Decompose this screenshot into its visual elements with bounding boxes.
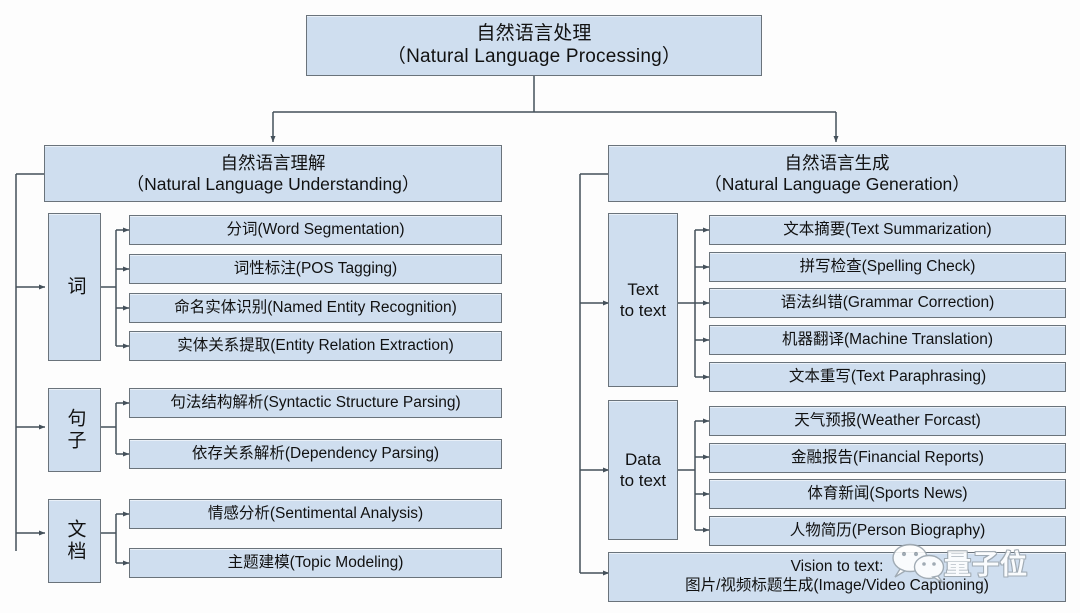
branch-nlg-label-cn: 自然语言生成: [784, 152, 890, 173]
leaf-sports-news[interactable]: 体育新闻(Sports News): [709, 479, 1066, 509]
leaf-label: 句法结构解析(Syntactic Structure Parsing): [170, 393, 461, 411]
leaf-label: 命名实体识别(Named Entity Recognition): [174, 298, 457, 316]
group-text-to-text-label-line2: to text: [619, 301, 667, 320]
group-data-to-text-label-line2: to text: [619, 471, 667, 490]
leaf-label: 文本重写(Text Paraphrasing): [788, 367, 987, 385]
root-label-en: （Natural Language Processing）: [386, 45, 682, 67]
leaf-entity-relation-extraction[interactable]: 实体关系提取(Entity Relation Extraction): [129, 331, 502, 361]
branch-head-nlg[interactable]: 自然语言生成 （Natural Language Generation）: [608, 145, 1066, 202]
leaf-text-summarization[interactable]: 文本摘要(Text Summarization): [709, 215, 1066, 245]
group-node-document[interactable]: 文档: [48, 499, 101, 583]
leaf-label: 依存关系解析(Dependency Parsing): [191, 444, 440, 462]
group-text-to-text-label-line1: Text: [627, 279, 659, 299]
leaf-word-segmentation[interactable]: 分词(Word Segmentation): [129, 215, 502, 245]
leaf-label: 人物简历(Person Biography): [789, 521, 986, 539]
branch-nlg-label-en: （Natural Language Generation）: [704, 173, 970, 194]
leaf-text-paraphrasing[interactable]: 文本重写(Text Paraphrasing): [709, 362, 1066, 392]
leaf-label: 天气预报(Weather Forcast): [794, 411, 981, 429]
leaf-pos-tagging[interactable]: 词性标注(POS Tagging): [129, 254, 502, 284]
leaf-label: 机器翻译(Machine Translation): [781, 330, 994, 348]
leaf-label: 金融报告(Financial Reports): [791, 448, 984, 466]
group-node-text-to-text[interactable]: Text to text: [608, 213, 678, 387]
group-node-sentence[interactable]: 句子: [48, 388, 101, 472]
leaf-machine-translation[interactable]: 机器翻译(Machine Translation): [709, 325, 1066, 355]
branch-head-nlu[interactable]: 自然语言理解 （Natural Language Understanding）: [44, 145, 502, 202]
leaf-grammar-correction[interactable]: 语法纠错(Grammar Correction): [709, 288, 1066, 318]
leaf-spelling-check[interactable]: 拼写检查(Spelling Check): [709, 252, 1066, 282]
leaf-label: 语法纠错(Grammar Correction): [780, 293, 995, 311]
leaf-financial-reports[interactable]: 金融报告(Financial Reports): [709, 443, 1066, 473]
leaf-label: 主题建模(Topic Modeling): [227, 553, 404, 571]
root-label-cn: 自然语言处理: [476, 23, 592, 45]
leaf-syntactic-structure-parsing[interactable]: 句法结构解析(Syntactic Structure Parsing): [129, 388, 502, 418]
group-sentence-label: 句子: [64, 408, 86, 452]
leaf-weather-forecast[interactable]: 天气预报(Weather Forcast): [709, 406, 1066, 436]
leaf-label: 情感分析(Sentimental Analysis): [207, 504, 424, 522]
root-node-nlp[interactable]: 自然语言处理 （Natural Language Processing）: [306, 15, 762, 76]
group-word-label: 词: [64, 276, 86, 298]
leaf-vision-to-text[interactable]: Vision to text: 图片/视频标题生成(Image/Video Ca…: [608, 552, 1066, 602]
group-node-data-to-text[interactable]: Data to text: [608, 400, 678, 540]
leaf-label: 文本摘要(Text Summarization): [783, 220, 992, 238]
leaf-person-biography[interactable]: 人物简历(Person Biography): [709, 516, 1066, 546]
group-data-to-text-label-line1: Data: [625, 449, 661, 469]
leaf-named-entity-recognition[interactable]: 命名实体识别(Named Entity Recognition): [129, 293, 502, 323]
leaf-label: 实体关系提取(Entity Relation Extraction): [177, 336, 454, 354]
leaf-dependency-parsing[interactable]: 依存关系解析(Dependency Parsing): [129, 439, 502, 469]
branch-nlu-label-cn: 自然语言理解: [220, 152, 326, 173]
branch-nlu-label-en: （Natural Language Understanding）: [126, 173, 420, 194]
leaf-label: 词性标注(POS Tagging): [233, 259, 398, 277]
leaf-sentimental-analysis[interactable]: 情感分析(Sentimental Analysis): [129, 499, 502, 529]
group-document-label: 文档: [64, 519, 86, 563]
group-node-word[interactable]: 词: [48, 213, 101, 361]
leaf-topic-modeling[interactable]: 主题建模(Topic Modeling): [129, 548, 502, 578]
vision-to-text-line1: Vision to text:: [790, 558, 884, 576]
leaf-label: 拼写检查(Spelling Check): [799, 257, 976, 275]
leaf-label: 体育新闻(Sports News): [807, 484, 968, 502]
vision-to-text-line2: 图片/视频标题生成(Image/Video Captioning): [685, 577, 989, 594]
leaf-label: 分词(Word Segmentation): [226, 220, 405, 238]
